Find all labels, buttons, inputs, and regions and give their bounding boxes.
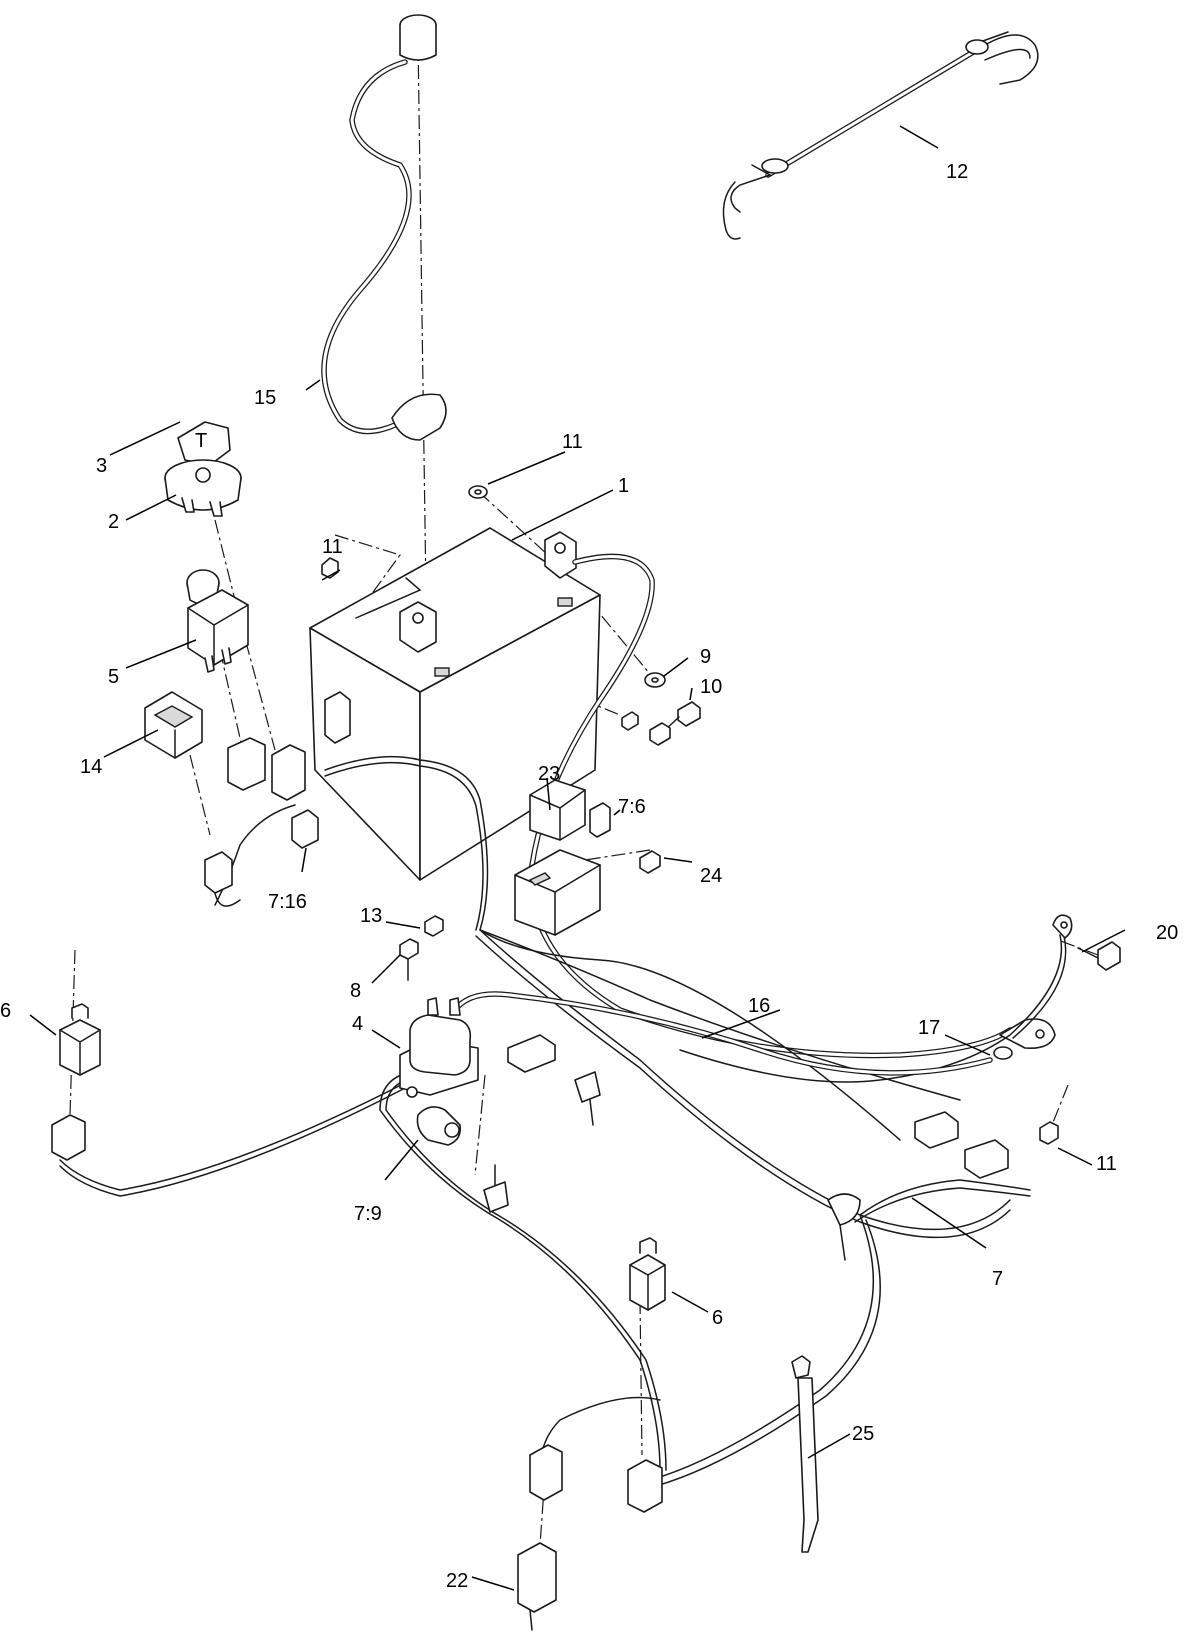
callout-1: 1 — [618, 475, 629, 497]
callout-11-left: 11 — [322, 536, 343, 558]
callout-16: 16 — [748, 995, 770, 1017]
nut-13 — [424, 915, 444, 937]
callout-8: 8 — [350, 980, 361, 1002]
fuse — [589, 802, 611, 838]
nut-11-right — [1039, 1121, 1059, 1145]
interlock-switch-left — [51, 1003, 101, 1161]
screw-24 — [639, 850, 661, 874]
callout-22: 22 — [446, 1570, 468, 1592]
callout-labels: 1 2 3 4 5 6 6 7 7:6 7:9 7:16 8 9 10 11 1… — [0, 161, 1178, 1592]
starter-cable — [452, 991, 993, 1076]
bolt-10 — [677, 701, 701, 727]
callout-2: 2 — [108, 511, 119, 533]
fuse-block — [514, 849, 601, 936]
battery-negative-terminal — [399, 601, 450, 677]
callout-14: 14 — [80, 756, 102, 778]
switch-connectors — [204, 691, 351, 907]
battery-cable-long — [527, 553, 1056, 1059]
main-wire-harness — [59, 755, 1031, 1487]
callout-12: 12 — [946, 161, 968, 183]
hour-meter — [144, 691, 203, 759]
callout-6-left: 6 — [0, 1000, 11, 1022]
battery — [309, 527, 601, 881]
bolt-20 — [1097, 941, 1121, 971]
callout-9: 9 — [700, 646, 711, 668]
hold-down-strap — [722, 31, 1039, 240]
callout-4: 4 — [352, 1013, 363, 1035]
cable-tie — [791, 1355, 819, 1553]
battery-cable-positive — [321, 14, 447, 441]
callout-5: 5 — [108, 666, 119, 688]
callout-7-16: 7:16 — [268, 891, 307, 913]
interlock-switch-right — [627, 1237, 666, 1513]
callout-6-right: 6 — [712, 1307, 723, 1329]
relay — [529, 779, 586, 841]
callout-25: 25 — [852, 1423, 874, 1445]
svg-text:T: T — [195, 430, 207, 452]
callout-10: 10 — [700, 676, 722, 698]
callout-24: 24 — [700, 865, 722, 887]
bolt-8 — [399, 938, 419, 960]
callout-13: 13 — [360, 905, 382, 927]
battery-positive-terminal — [544, 531, 577, 607]
callout-11-right: 11 — [1096, 1153, 1117, 1175]
starter-solenoid — [399, 997, 479, 1098]
callout-15: 15 — [254, 387, 276, 409]
harness-plug — [416, 1106, 462, 1146]
callout-11-top: 11 — [562, 431, 583, 453]
pto-switch — [186, 569, 249, 673]
callout-3: 3 — [96, 455, 107, 477]
callout-7-9: 7:9 — [354, 1203, 382, 1225]
callout-17: 17 — [918, 1017, 940, 1039]
ignition-switch — [164, 459, 242, 517]
callout-7: 7 — [992, 1268, 1003, 1290]
hardware — [321, 485, 1121, 1145]
harness-connector — [507, 1034, 1009, 1179]
harness-clip — [483, 1071, 861, 1261]
callout-23: 23 — [538, 763, 560, 785]
seat-switch — [517, 1444, 563, 1631]
callout-20: 20 — [1156, 922, 1178, 944]
leader-lines — [29, 125, 1126, 1591]
callout-7-6: 7:6 — [618, 796, 646, 818]
